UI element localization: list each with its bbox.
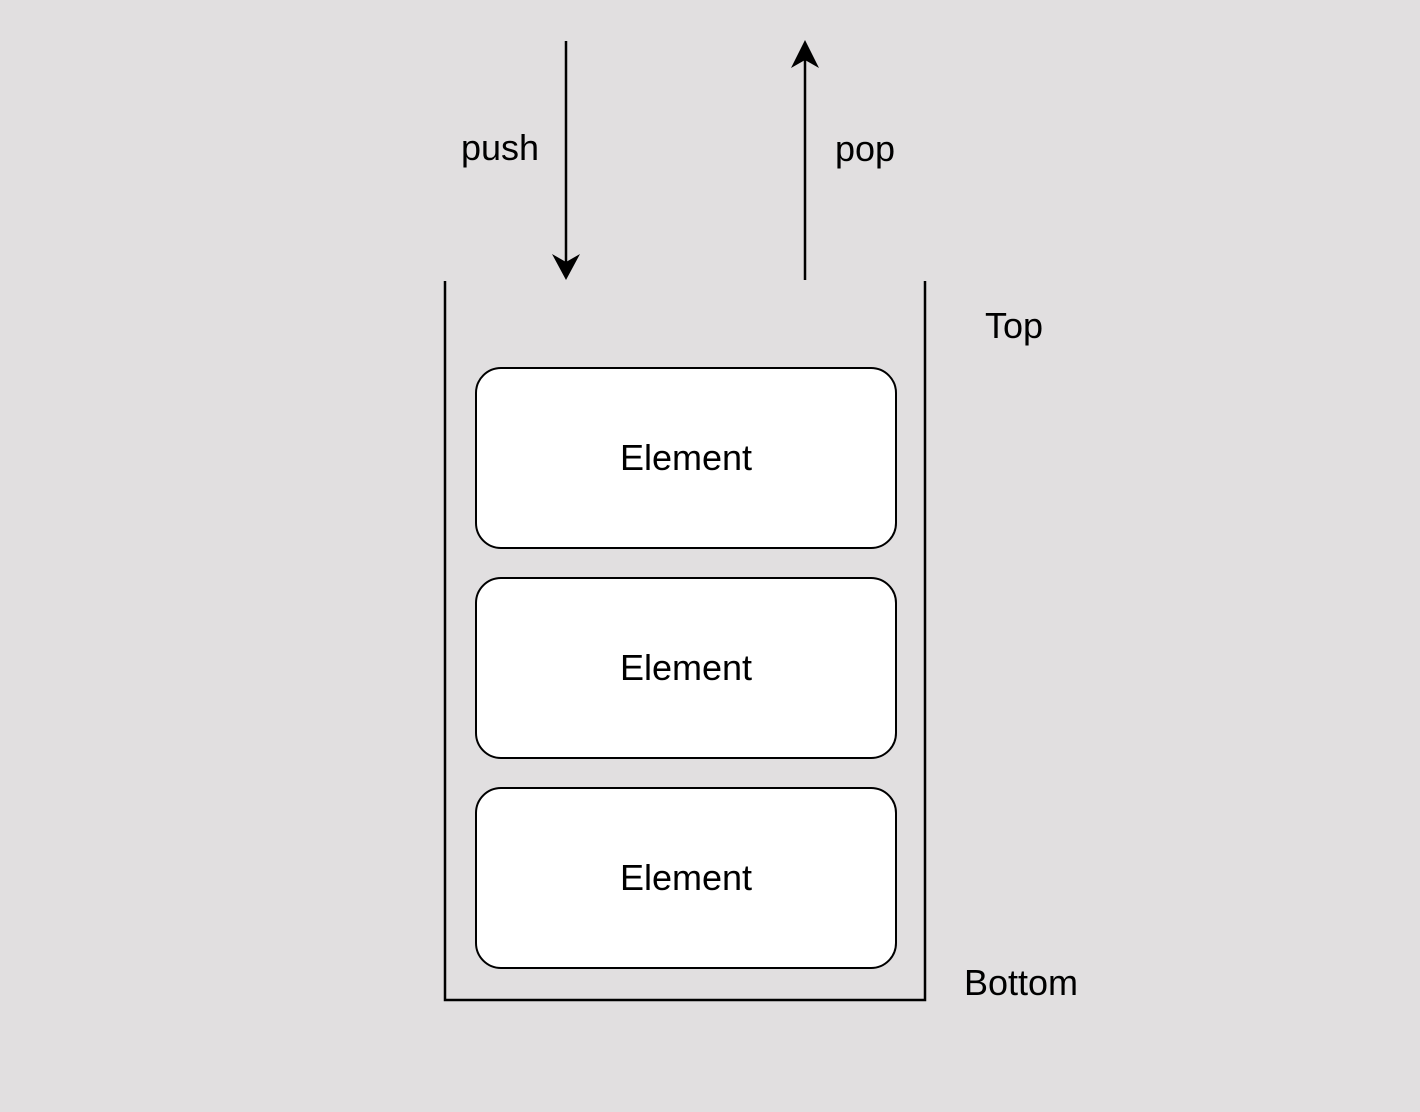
stack-element-label: Element: [619, 647, 753, 688]
push-arrow: [552, 41, 580, 280]
stack-element-middle: Element: [475, 577, 897, 759]
stack-element-top: Element: [475, 367, 897, 549]
stack-container: [443, 281, 927, 1002]
pop-label: pop: [835, 128, 896, 169]
top-label: Top: [985, 305, 1044, 346]
stack-element-label: Element: [619, 437, 753, 478]
bottom-label: Bottom: [964, 962, 1079, 1003]
stack-element-label: Element: [619, 857, 753, 898]
pop-arrow: [791, 40, 819, 280]
push-label: push: [461, 127, 540, 168]
stack-element-bottom: Element: [475, 787, 897, 969]
